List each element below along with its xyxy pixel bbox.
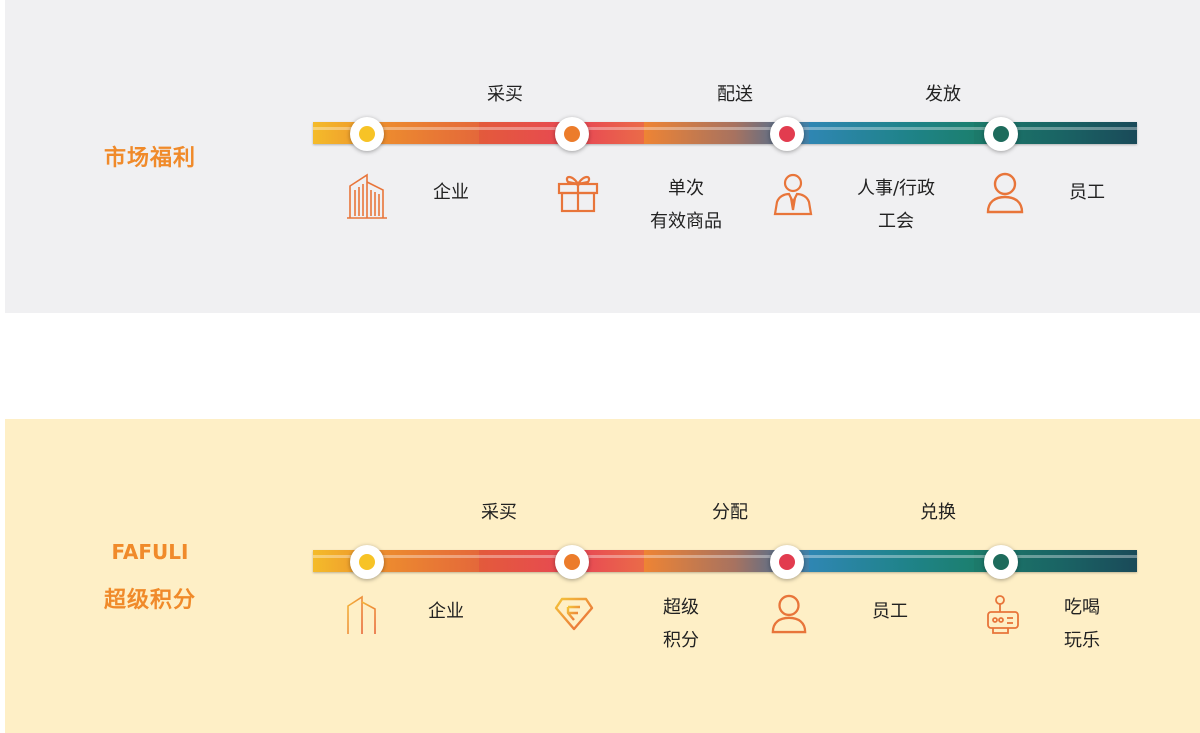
gift-icon <box>557 175 599 213</box>
flow-label-purchase: 采买 <box>481 502 517 523</box>
flow-label-allocate: 分配 <box>712 502 748 523</box>
super-points-panel <box>5 419 1200 733</box>
building-icon <box>347 173 387 219</box>
step-node-3 <box>770 117 804 151</box>
manager-icon <box>773 173 813 216</box>
game-controller-icon <box>987 595 1019 634</box>
step-node-2 <box>555 545 589 579</box>
item-label-hr-admin: 人事/行政 <box>856 178 936 199</box>
building-icon <box>346 595 378 635</box>
person-icon <box>986 172 1024 214</box>
flow-label-distribute: 发放 <box>925 84 961 105</box>
item-label-employee: 员工 <box>1069 182 1105 203</box>
market-benefits-panel <box>5 0 1200 313</box>
item-label-enterprise: 企业 <box>428 601 464 622</box>
step-node-4 <box>984 545 1018 579</box>
step-node-1 <box>350 545 384 579</box>
item-label-enterprise: 企业 <box>433 182 469 203</box>
item-label-points: 积分 <box>663 630 699 651</box>
step-node-3 <box>770 545 804 579</box>
person-icon <box>771 594 807 634</box>
item-label-eat-drink: 吃喝 <box>1064 597 1100 618</box>
panel-title-cn: 超级积分 <box>103 588 196 613</box>
panel-title-en: FAFULI <box>111 540 189 564</box>
step-node-4 <box>984 117 1018 151</box>
item-label-employee: 员工 <box>872 601 908 622</box>
panel-title: 市场福利 <box>103 146 196 171</box>
step-node-2 <box>555 117 589 151</box>
item-label-play: 玩乐 <box>1064 630 1100 651</box>
item-label-single: 单次 <box>668 178 704 199</box>
step-node-1 <box>350 117 384 151</box>
item-label-super: 超级 <box>663 597 699 618</box>
flow-label-purchase: 采买 <box>487 84 523 105</box>
item-label-union: 工会 <box>877 211 914 232</box>
flow-label-delivery: 配送 <box>717 84 753 105</box>
flow-label-redeem: 兑换 <box>920 502 956 523</box>
diamond-badge-icon <box>554 597 594 631</box>
item-label-valid-goods: 有效商品 <box>650 211 722 232</box>
